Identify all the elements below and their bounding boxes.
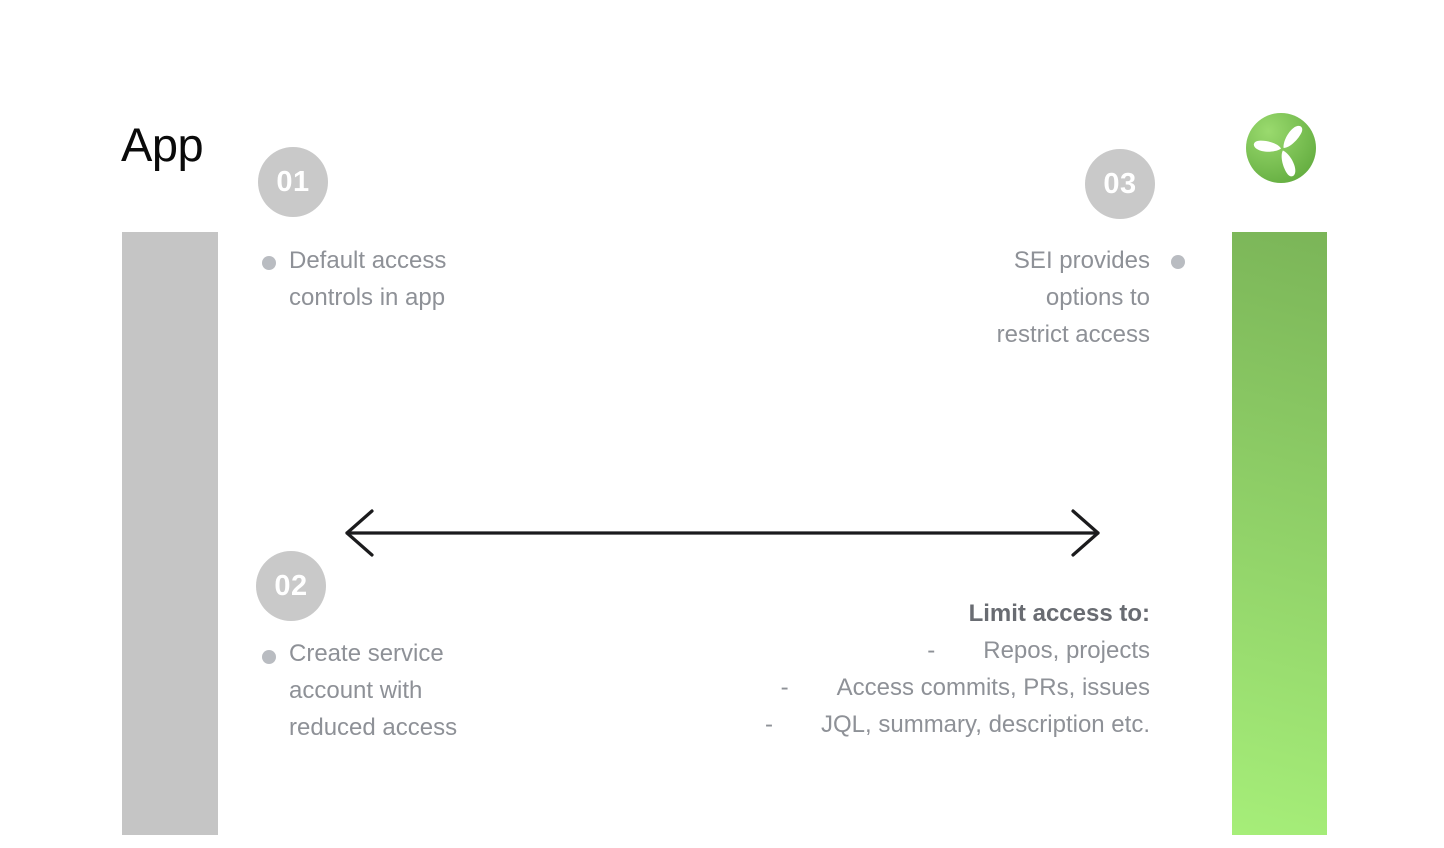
bidirectional-arrow-icon [345,509,1100,557]
step-03-badge: 03 [1085,149,1155,219]
limit-access-title: Limit access to: [968,600,1150,627]
step-03-text: SEI provides options to restrict access [996,242,1185,353]
step-02-number: 02 [274,569,308,602]
step-01-line-2: controls in app [289,284,446,311]
page-title: App [121,118,204,171]
step-01-badge: 01 [258,147,328,217]
dash-bullet: - [927,637,936,664]
step-03-line-2: options to [1045,284,1150,311]
limit-item-jql: - JQL, summary, description etc. [765,706,1150,743]
step-01-line-1: Default access [289,247,447,274]
limit-item-text: Repos, projects [983,637,1150,664]
limit-access-list: Limit access to: - Repos, projects - Acces… [765,595,1150,743]
limit-item-text: Access commits, PRs, issues [836,674,1150,701]
bullet-dot-icon [262,256,276,270]
dash-bullet: - [780,674,789,701]
bullet-dot-icon [262,650,276,664]
limit-item-commits: - Access commits, PRs, issues [765,669,1150,706]
app-column-bar [122,232,218,835]
step-02-text: Create service account with reduced acce… [262,635,458,746]
bullet-dot-icon [1171,255,1185,269]
sei-column-bar [1232,232,1327,835]
limit-item-text: JQL, summary, description etc. [821,711,1150,738]
step-01-text: Default access controls in app [262,242,447,316]
step-02-badge: 02 [256,551,326,621]
step-03-line-1: SEI provides [1013,247,1150,274]
step-03-line-3: restrict access [996,321,1150,348]
dash-bullet: - [765,711,773,738]
step-02-line-1: Create service [289,640,444,667]
propeller-icon [1246,113,1316,183]
step-02-line-3: reduced access [289,714,458,741]
step-01-number: 01 [276,165,310,198]
step-03-number: 03 [1103,167,1137,200]
step-02-line-2: account with [289,677,423,704]
limit-item-repos: - Repos, projects [765,632,1150,669]
